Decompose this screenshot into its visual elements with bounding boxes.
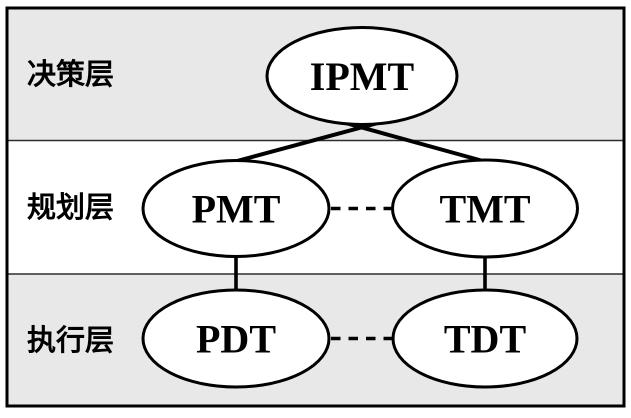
node-tmt-ellipse xyxy=(391,158,579,259)
layer-label-planning: 规划层 xyxy=(27,191,114,224)
node-pdt-label: PDT xyxy=(196,317,276,362)
node-tmt-label: TMT xyxy=(439,187,530,232)
node-ipmt-ellipse xyxy=(265,26,459,126)
node-pmt-ellipse xyxy=(141,159,331,258)
layer-label-execution: 执行层 xyxy=(27,324,114,357)
node-tdt-ellipse xyxy=(391,288,579,389)
layer-label-decision: 决策层 xyxy=(27,57,114,91)
node-tdt-label: TDT xyxy=(444,317,527,362)
node-pdt-ellipse xyxy=(141,288,331,389)
node-ipmt-label: IPMT xyxy=(310,54,415,99)
node-pmt-label: PMT xyxy=(192,187,281,232)
diagram-border xyxy=(5,6,626,408)
